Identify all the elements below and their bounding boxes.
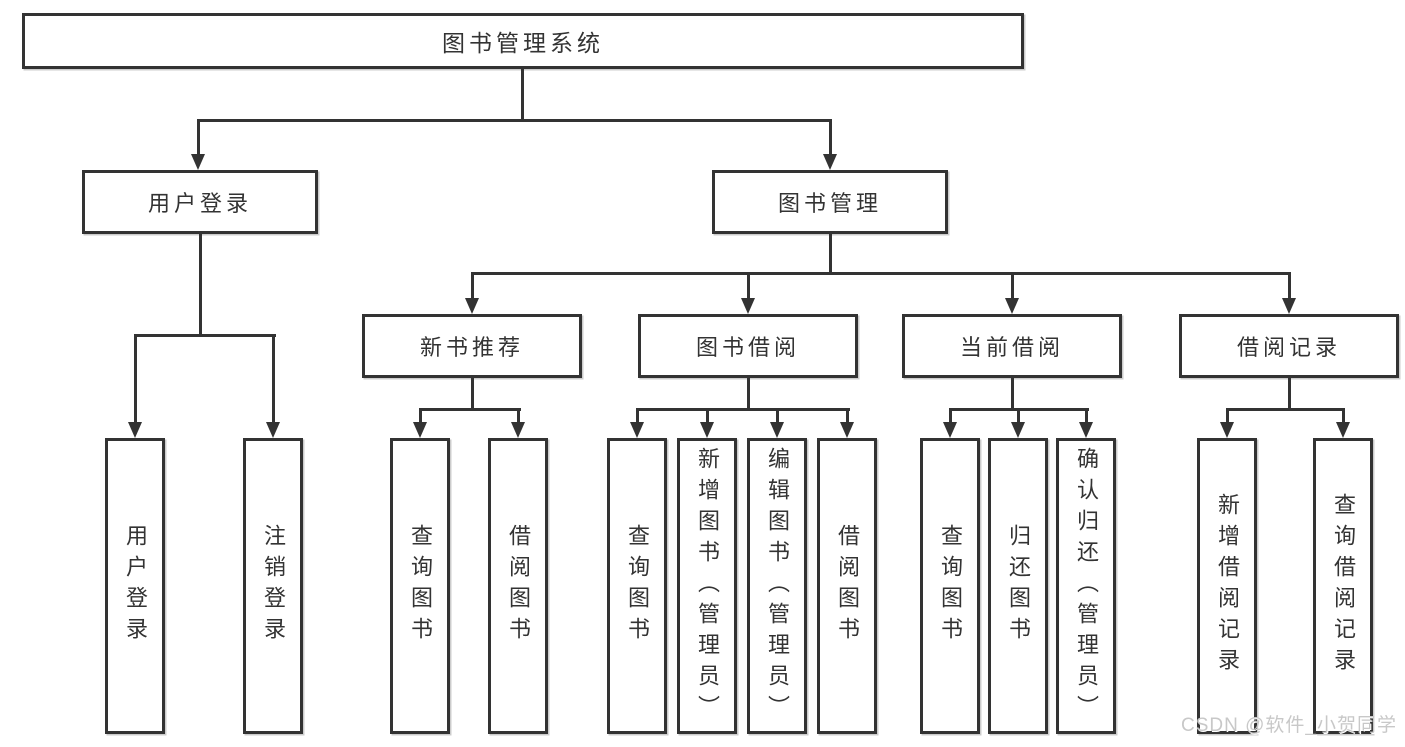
connector-current-stub-1 — [949, 408, 952, 424]
connector-newbooks-stub-1 — [419, 408, 422, 424]
arrowhead-borrow-books-new — [511, 422, 525, 438]
connector-borrowing-stub-1 — [636, 408, 639, 424]
connector-root-drop — [521, 69, 524, 121]
arrowhead-book-borrowing — [741, 298, 755, 314]
arrowhead-user-login — [191, 154, 205, 170]
node-book-borrowing: 图书借阅 — [638, 314, 858, 378]
connector-borrowing-stub-2 — [706, 408, 709, 424]
connector-bookmgmt-drop — [829, 234, 832, 275]
connector-records-stub-2 — [1342, 408, 1345, 424]
arrowhead-book-management — [823, 154, 837, 170]
node-user-login-branch: 用户登录 — [82, 170, 318, 234]
leaf-logout: 注销登录 — [243, 438, 303, 734]
arrowhead-search-books-current — [943, 422, 957, 438]
connector-bookmgmt-stub-2 — [747, 272, 750, 300]
csdn-watermark: CSDN @软件_小贺同学 — [1181, 715, 1397, 736]
connector-root-left-stub — [197, 119, 200, 156]
leaf-borrow-books-borrowing: 借阅图书 — [817, 438, 877, 734]
node-library-management-system: 图书管理系统 — [22, 13, 1024, 69]
arrowhead-search-books-borrowing — [630, 422, 644, 438]
connector-current-stub-2 — [1017, 408, 1020, 424]
arrowhead-add-books-admin — [700, 422, 714, 438]
connector-bookmgmt-stub-4 — [1288, 272, 1291, 300]
arrowhead-borrow-books-borrowing — [840, 422, 854, 438]
arrowhead-edit-books-admin — [770, 422, 784, 438]
node-borrowing-records: 借阅记录 — [1179, 314, 1399, 378]
arrowhead-borrowing-records — [1282, 298, 1296, 314]
connector-userlogin-bar — [134, 334, 276, 337]
arrowhead-add-borrow-record — [1220, 422, 1234, 438]
leaf-search-books-new: 查询图书 — [390, 438, 450, 734]
arrowhead-new-book-recommendation — [465, 298, 479, 314]
arrowhead-leaf-logout — [266, 422, 280, 438]
leaf-confirm-return-admin: 确认归还（管理员） — [1056, 438, 1116, 734]
connector-userlogin-drop — [199, 234, 202, 337]
arrowhead-return-books — [1011, 422, 1025, 438]
node-current-borrowing: 当前借阅 — [902, 314, 1122, 378]
connector-borrowing-stub-4 — [846, 408, 849, 424]
arrowhead-confirm-return-admin — [1079, 422, 1093, 438]
node-book-management: 图书管理 — [712, 170, 948, 234]
connector-newbooks-drop — [471, 378, 474, 411]
leaf-search-books-borrowing: 查询图书 — [607, 438, 667, 734]
connector-root-bar — [197, 119, 832, 122]
connector-bookmgmt-stub-1 — [471, 272, 474, 300]
connector-records-stub-1 — [1226, 408, 1229, 424]
connector-newbooks-stub-2 — [517, 408, 520, 424]
leaf-add-borrow-record: 新增借阅记录 — [1197, 438, 1257, 734]
leaf-user-login: 用户登录 — [105, 438, 165, 734]
leaf-search-books-current: 查询图书 — [920, 438, 980, 734]
connector-bookmgmt-bar — [471, 272, 1291, 275]
leaf-add-books-admin: 新增图书（管理员） — [677, 438, 737, 734]
connector-records-bar — [1226, 408, 1345, 411]
connector-newbooks-bar — [419, 408, 521, 411]
arrowhead-search-borrow-record — [1336, 422, 1350, 438]
arrowhead-leaf-user-login — [128, 422, 142, 438]
leaf-search-borrow-record: 查询借阅记录 — [1313, 438, 1373, 734]
connector-borrowing-drop — [747, 378, 750, 411]
leaf-edit-books-admin: 编辑图书（管理员） — [747, 438, 807, 734]
arrowhead-current-borrowing — [1005, 298, 1019, 314]
connector-current-drop — [1011, 378, 1014, 411]
connector-root-right-stub — [829, 119, 832, 156]
connector-userlogin-stub-1 — [134, 334, 137, 424]
connector-userlogin-stub-2 — [272, 334, 275, 424]
node-new-book-recommendation: 新书推荐 — [362, 314, 582, 378]
connector-borrowing-stub-3 — [776, 408, 779, 424]
arrowhead-search-books-new — [413, 422, 427, 438]
connector-bookmgmt-stub-3 — [1011, 272, 1014, 300]
connector-current-stub-3 — [1085, 408, 1088, 424]
leaf-return-books: 归还图书 — [988, 438, 1048, 734]
connector-borrowing-bar — [636, 408, 850, 411]
connector-records-drop — [1288, 378, 1291, 411]
leaf-borrow-books-new: 借阅图书 — [488, 438, 548, 734]
